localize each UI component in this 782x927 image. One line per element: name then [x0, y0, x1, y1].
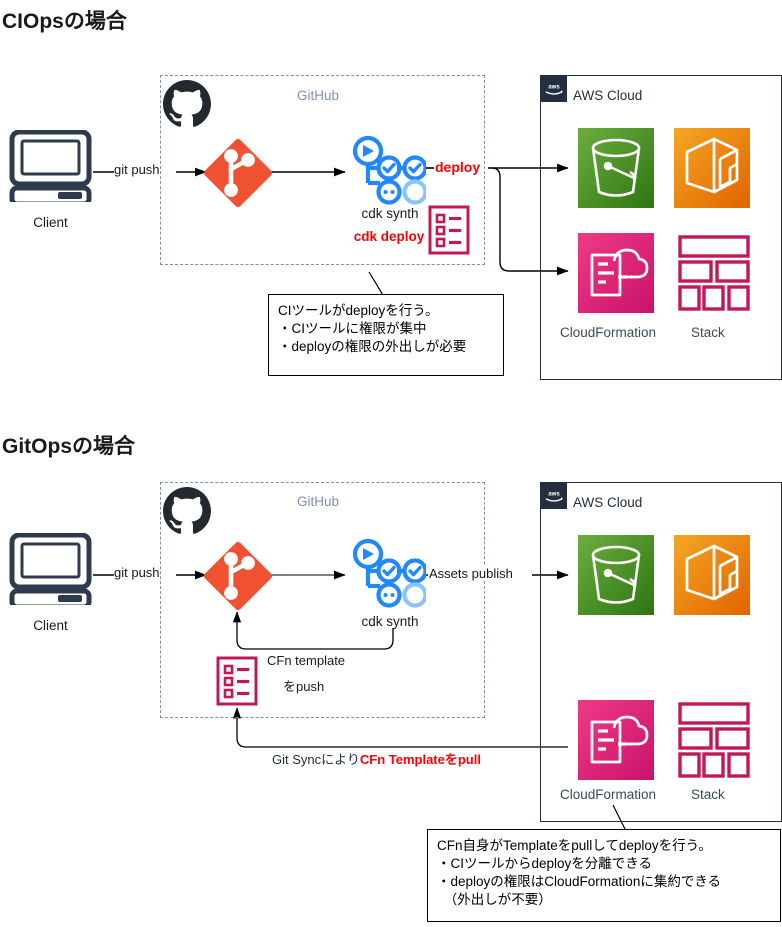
section-title-gitops: GitOpsの場合 [2, 435, 136, 458]
callout-box-gitops: CFn自身がTemplateをpullしてdeployを行う。 ・CIツールから… [427, 829, 781, 922]
git-sync-red-text: CFn Templateをpull [359, 752, 481, 767]
stack-icon-gitops [678, 702, 750, 785]
aws-logo-icon-ciops: aws [541, 76, 567, 102]
edge-label-git-push-gitops: git push [114, 565, 160, 580]
pipeline-label-cdk-synth-gitops: cdk synth [361, 614, 419, 629]
cloudformation-label-gitops: CloudFormation [560, 787, 657, 802]
callout-line-3-ciops: ・deployの権限の外出しが必要 [278, 339, 467, 355]
github-group-label-gitops: GitHub [297, 494, 340, 509]
edge-label-git-push-ciops: git push [114, 162, 160, 177]
pipeline-label-cdk-deploy-ciops: cdk deploy [353, 229, 425, 244]
section-title-ciops: CIOpsの場合 [2, 10, 127, 33]
edge-label-deploy-ciops: deploy [435, 159, 481, 175]
github-group-box-ciops [160, 75, 485, 265]
edge-label-git-sync-pull: Git SyncによりCFn Templateをpull [272, 749, 481, 768]
ecr-container-icon-gitops [674, 535, 750, 620]
edge-label-cfn-template-line1: CFn template [267, 653, 346, 668]
github-group-label-ciops: GitHub [297, 88, 340, 103]
svg-text:aws: aws [548, 84, 560, 90]
callout-line-2-ciops: ・CIツールに権限が集中 [278, 321, 427, 337]
svg-text:aws: aws [548, 491, 560, 497]
git-branch-icon-gitops [202, 540, 274, 617]
stack-label-ciops: Stack [691, 325, 725, 340]
edge-label-cfn-template-line2: をpush [283, 676, 325, 695]
callout-line-1-gitops: CFn自身がTemplateをpullしてdeployを行う。 [437, 838, 712, 853]
s3-bucket-icon-gitops [578, 535, 654, 620]
stack-label-gitops: Stack [691, 787, 725, 802]
github-group-box-gitops [160, 482, 485, 718]
pipeline-label-cdk-synth-ciops: cdk synth [361, 206, 419, 221]
aws-cloud-label-ciops: AWS Cloud [573, 88, 643, 103]
client-label-gitops: Client [33, 618, 68, 633]
cloudformation-label-ciops: CloudFormation [560, 325, 657, 340]
git-branch-icon-ciops [202, 137, 274, 214]
github-actions-workflow-icon-gitops [348, 538, 428, 613]
github-octocat-icon [163, 80, 211, 133]
cloudformation-icon-gitops [578, 700, 654, 785]
cfn-template-document-icon-ciops [428, 205, 470, 260]
client-computer-icon [8, 129, 93, 207]
github-octocat-icon-gitops [163, 487, 211, 540]
git-sync-plain-text: Git Syncにより [272, 752, 360, 767]
callout-line-1-ciops: CIツールがdeployを行う。 [278, 303, 439, 318]
callout-line-4-gitops: （外出しが不要） [437, 892, 552, 908]
callout-line-3-gitops: ・deployの権限はCloudFormationに集約できる [437, 874, 722, 890]
callout-line-2-gitops: ・CIツールからdeployを分離できる [437, 856, 653, 872]
client-label-ciops: Client [33, 215, 68, 230]
callout-box-ciops: CIツールがdeployを行う。 ・CIツールに権限が集中 ・deployの権限… [268, 294, 504, 376]
s3-bucket-icon-ciops [578, 128, 654, 213]
stack-icon-ciops [678, 235, 750, 318]
edge-label-assets-publish-gitops: Assets publish [429, 566, 513, 581]
ecr-container-icon-ciops [674, 128, 750, 213]
github-actions-workflow-icon-ciops [348, 135, 428, 210]
cloudformation-icon-ciops [578, 233, 654, 318]
aws-logo-icon-gitops: aws [541, 483, 567, 509]
aws-cloud-label-gitops: AWS Cloud [573, 495, 643, 510]
cfn-template-document-icon-gitops [216, 655, 258, 712]
client-computer-icon-gitops [8, 532, 93, 610]
